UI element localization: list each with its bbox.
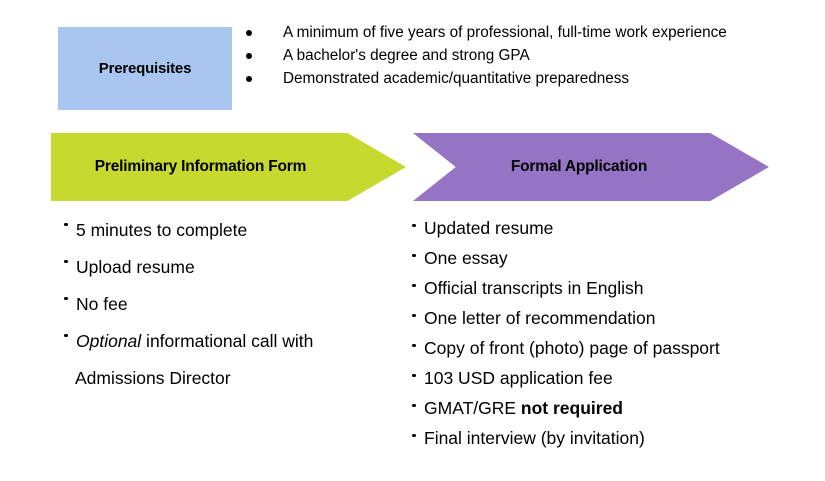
bullet-dot-icon (412, 373, 416, 378)
bullet-dot-icon (412, 433, 416, 438)
bullet-dot-icon (412, 223, 416, 228)
bullet-dot-icon (64, 296, 68, 301)
list-item: Demonstrated academic/quantitative prepa… (243, 68, 773, 90)
bullet-dot-icon (412, 403, 416, 408)
list-item: Final interview (by invitation) (412, 423, 812, 453)
bullet-dot-icon (412, 313, 416, 318)
stage-banner-formal-application: Formal Application (413, 133, 769, 201)
list-item: 5 minutes to complete (64, 212, 394, 249)
list-item: One essay (412, 243, 812, 273)
list-item-label: Demonstrated academic/quantitative prepa… (283, 70, 630, 87)
stage-title: Preliminary Information Form (94, 158, 307, 175)
stage-banner-preliminary-information-form: Preliminary Information Form (51, 133, 406, 201)
list-item: Optional informational call with Admissi… (64, 323, 394, 397)
list-item-label: 103 USD application fee (424, 368, 613, 388)
list-item-label: GMAT/GRE (424, 398, 521, 418)
list-item: Copy of front (photo) page of passport (412, 333, 812, 363)
list-item: GMAT/GRE not required (412, 393, 812, 423)
bullet-dot-icon (246, 76, 252, 82)
list-item: Upload resume (64, 249, 394, 286)
list-item: A minimum of five years of professional,… (243, 22, 773, 44)
list-item: Official transcripts in English (412, 273, 812, 303)
list-item-label: Updated resume (424, 218, 554, 238)
bullet-dot-icon (412, 253, 416, 258)
list-item-label: informational call with (141, 331, 314, 351)
bullet-dot-icon (246, 30, 252, 36)
stage-title: Formal Application (510, 158, 648, 175)
list-item-emphasis: Optional (76, 331, 142, 351)
formal-application-list: Updated resume One essay Official transc… (412, 213, 812, 453)
list-item-label: No fee (76, 294, 128, 314)
list-item-label: One letter of recommendation (424, 308, 656, 328)
list-item-label: A bachelor's degree and strong GPA (283, 47, 530, 64)
bullet-dot-icon (64, 222, 68, 227)
list-item: Updated resume (412, 213, 812, 243)
preliminary-information-form-list: 5 minutes to complete Upload resume No f… (64, 212, 394, 397)
prerequisites-box: Prerequisites (58, 27, 232, 110)
list-item-continuation: Admissions Director (75, 368, 231, 388)
list-item-label: Final interview (by invitation) (424, 428, 645, 448)
list-item-label: One essay (424, 248, 508, 268)
bullet-dot-icon (412, 343, 416, 348)
list-item: 103 USD application fee (412, 363, 812, 393)
bullet-dot-icon (412, 283, 416, 288)
bullet-dot-icon (64, 333, 68, 338)
list-item: A bachelor's degree and strong GPA (243, 45, 773, 67)
bullet-dot-icon (246, 53, 252, 59)
bullet-dot-icon (64, 259, 68, 264)
list-item-label: Upload resume (76, 257, 195, 277)
list-item-label: A minimum of five years of professional,… (283, 24, 727, 41)
list-item-label: Copy of front (photo) page of passport (424, 338, 720, 358)
list-item: No fee (64, 286, 394, 323)
prerequisites-list: A minimum of five years of professional,… (243, 22, 773, 91)
list-item-strong: not required (520, 398, 623, 418)
list-item: One letter of recommendation (412, 303, 812, 333)
list-item-label: 5 minutes to complete (76, 220, 248, 240)
prerequisites-label: Prerequisites (98, 60, 192, 77)
list-item-label: Official transcripts in English (424, 278, 644, 298)
